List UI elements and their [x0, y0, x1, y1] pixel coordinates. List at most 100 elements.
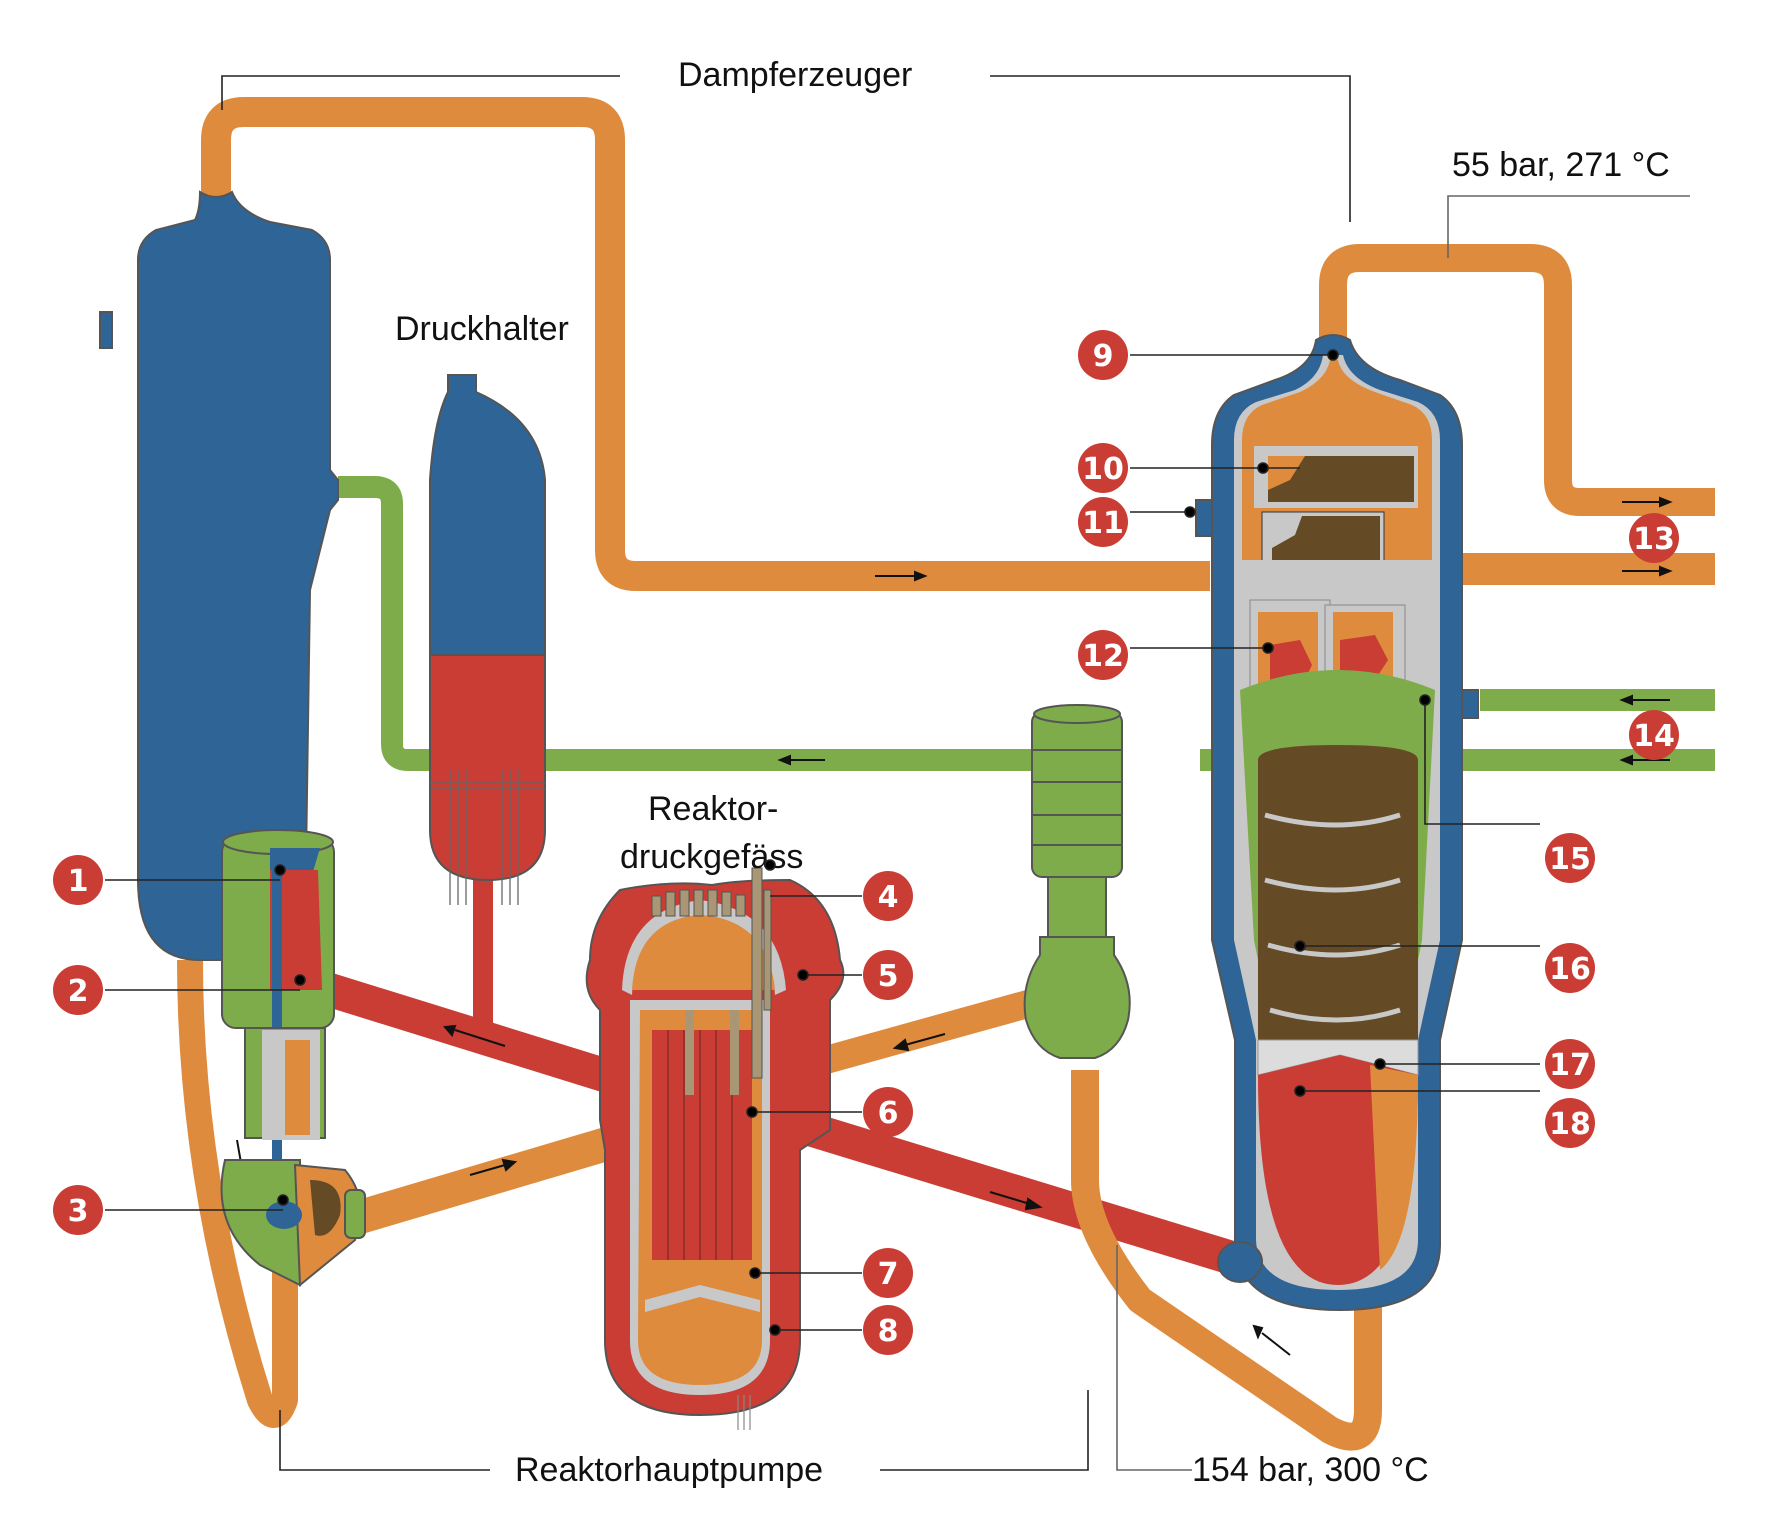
leader-dampferzeuger-right: [990, 75, 1351, 222]
label-dampferzeuger: Dampferzeuger: [678, 56, 912, 94]
leader-154bar: [1116, 1245, 1192, 1471]
right-sg-tube-bundle: [1258, 745, 1418, 1040]
pipe-top-steam-loop: [201, 97, 1210, 591]
left-sg-manhole: [99, 311, 113, 349]
right-sg-manhole: [1195, 499, 1213, 537]
callout-badge-13: 13: [1629, 513, 1679, 563]
leader-reaktorhauptpumpe-left: [279, 1410, 490, 1471]
arrow-up-left-icon: [1252, 1324, 1291, 1356]
callout-leaders: [105, 349, 1540, 1336]
rpv-lower-plenum-orange: [652, 1260, 752, 1295]
leader-55bar: [1447, 195, 1690, 258]
arrow-up-left-icon: [442, 1024, 506, 1047]
badge-number: 8: [878, 1314, 899, 1349]
badge-number: 12: [1082, 639, 1124, 674]
right-sg-separator-deck: [1234, 560, 1440, 610]
rpv-head-grey: [622, 900, 786, 995]
badge-number: 7: [878, 1257, 899, 1292]
callout-badge-9: 9: [1078, 330, 1128, 380]
badge-circle: [53, 965, 103, 1015]
badge-circle: [1078, 497, 1128, 547]
left-main-coolant-pump: [220, 829, 366, 1288]
rpv-control-rods: [685, 1010, 739, 1095]
callout-badge-16: 16: [1545, 943, 1595, 993]
pipe-hot-leg-right: [775, 1103, 1250, 1279]
rpv-in-core-instrumentation: [737, 1395, 751, 1430]
callout-badge-6: 6: [863, 1087, 913, 1137]
pressurizer-upper-steam: [429, 374, 546, 656]
callout-badge-11: 11: [1078, 497, 1128, 547]
arrow-left-icon: [1619, 694, 1670, 706]
callout-badge-2: 2: [53, 965, 103, 1015]
badge-number: 16: [1549, 952, 1591, 987]
right-sg-dryer-cut: [1268, 456, 1305, 490]
arrow-up-left-icon: [892, 1033, 946, 1052]
badge-number: 4: [878, 880, 899, 915]
arrow-right-icon: [1622, 496, 1673, 508]
right-pump-coupling: [1047, 876, 1107, 938]
badge-circle: [863, 871, 913, 921]
badge-number: 15: [1549, 842, 1591, 877]
pipe-green-left-loop: [338, 476, 1060, 771]
badge-circle: [53, 1185, 103, 1235]
badge-circle: [863, 1305, 913, 1355]
right-sg-feedwater-nozzle: [1461, 689, 1479, 719]
left-pump-volute-brown: [310, 1180, 341, 1236]
badge-circle: [1545, 943, 1595, 993]
badge-circle: [1078, 330, 1128, 380]
arrow-left-icon: [1619, 754, 1670, 766]
rpv-control-rod-drives: [651, 867, 772, 1079]
badge-number: 17: [1549, 1048, 1591, 1083]
badge-circle: [1545, 1098, 1595, 1148]
pressurizer-heaters: [430, 770, 545, 905]
right-sg-support-plates: [1264, 812, 1401, 1023]
badge-number: 13: [1633, 522, 1675, 557]
pipe-cold-leg-right: [786, 981, 1064, 1084]
badge-circle: [863, 1087, 913, 1137]
reactor-pressure-vessel: [585, 867, 845, 1430]
label-reaktor-line1: Reaktor-: [648, 790, 778, 828]
right-pump-motor: [1031, 711, 1123, 878]
label-reaktorhauptpumpe: Reaktorhauptpumpe: [515, 1451, 823, 1489]
left-pump-cutaway-red: [270, 870, 322, 990]
badge-number: 14: [1633, 719, 1675, 754]
right-sg-dryer-lower-cut: [1272, 516, 1302, 548]
badge-number: 2: [68, 974, 89, 1009]
badge-circle: [1545, 1039, 1595, 1089]
callout-badge-14: 14: [1629, 710, 1679, 760]
left-pump-impeller: [266, 1201, 302, 1229]
arrow-down-right-icon: [989, 1191, 1043, 1211]
badge-circle: [1629, 710, 1679, 760]
badge-number: 9: [1093, 339, 1114, 374]
callout-badge-12: 12: [1078, 630, 1128, 680]
badge-circle: [863, 950, 913, 1000]
right-sg-primary-head-orange: [1370, 1065, 1418, 1270]
callout-badge-1: 1: [53, 855, 103, 905]
arrow-left-icon: [777, 754, 825, 766]
badge-circle: [53, 855, 103, 905]
label-reaktor-line2: druckgefäss: [620, 838, 803, 876]
pressurizer-lower-water: [429, 654, 546, 882]
callout-badge-4: 4: [863, 871, 913, 921]
left-pump-casing: [220, 1159, 301, 1287]
callout-badge-15: 15: [1545, 833, 1595, 883]
leader-reaktorhauptpumpe-right: [880, 1390, 1089, 1471]
title-leaders: [221, 75, 1690, 1471]
arrow-right-icon: [875, 570, 928, 582]
callout-badge-8: 8: [863, 1305, 913, 1355]
pipe-cold-leg-left: [345, 1123, 625, 1237]
pipe-hot-leg-left: [324, 973, 626, 1097]
right-main-coolant-pump: [1023, 704, 1131, 1059]
badge-number: 3: [68, 1194, 89, 1229]
callout-badge-10: 10: [1078, 443, 1128, 493]
right-pump-motor-top: [1033, 704, 1121, 724]
badge-circle: [1545, 833, 1595, 883]
rpv-head-orange: [632, 915, 775, 990]
callout-badge-7: 7: [863, 1248, 913, 1298]
label-154-bar: 154 bar, 300 °C: [1192, 1451, 1429, 1489]
right-sg-swirler-right: [1340, 635, 1388, 680]
right-steam-generator: [1195, 334, 1479, 1312]
arrow-right-icon: [1622, 565, 1673, 577]
badge-number: 11: [1082, 506, 1124, 541]
